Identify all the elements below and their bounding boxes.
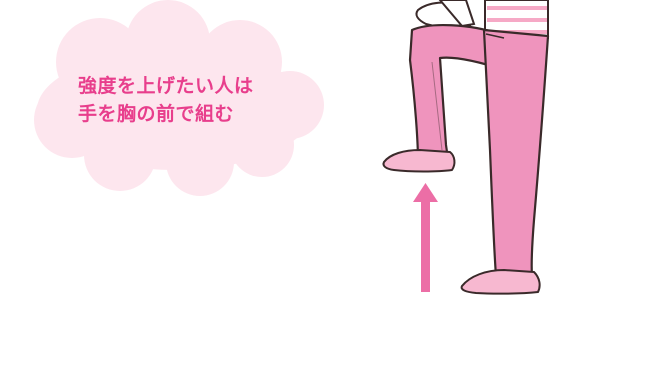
raised-shoe [382, 149, 456, 173]
tip-line-1: 強度を上げたい人は [78, 75, 254, 97]
raised-leg [408, 23, 507, 164]
hand [415, 0, 476, 29]
standing-leg [482, 28, 550, 278]
tip-line-2: 手を胸の前で組む [78, 103, 235, 125]
tip-text: 強度を上げたい人は 手を胸の前で組む [78, 72, 298, 128]
standing-shoe [460, 269, 541, 295]
cloud-shape [34, 0, 324, 196]
up-arrow-icon [413, 183, 438, 292]
